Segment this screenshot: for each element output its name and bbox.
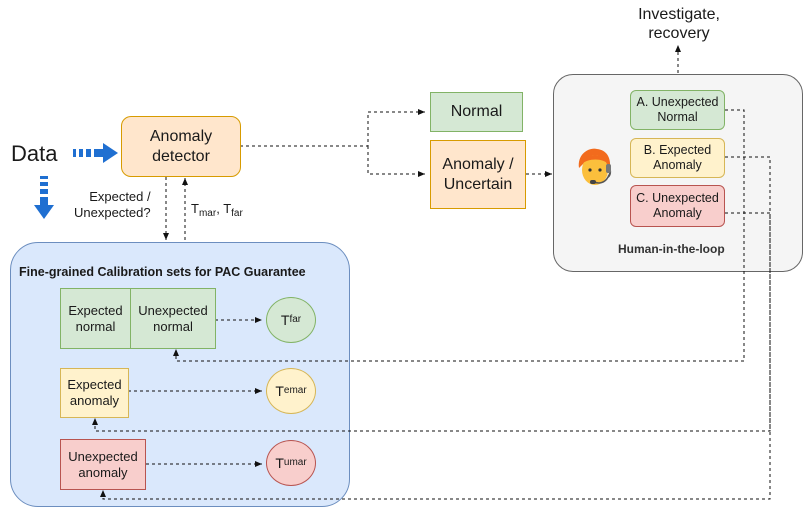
threshold-labels: Tmar, Tfar: [191, 201, 243, 219]
unexpected-normal-set: Unexpected normal: [130, 288, 216, 349]
expected-unexpected-question: Expected / Unexpected?: [74, 189, 151, 220]
human-operator-icon: [578, 148, 612, 185]
expected-normal-set: Expected normal: [60, 288, 131, 349]
data-label: Data: [11, 141, 58, 166]
human-loop-title: Human-in-the-loop: [618, 242, 725, 256]
expected-anomaly-set: Expected anomaly: [60, 368, 129, 418]
option-c-unexpected-anomaly[interactable]: C. Unexpected Anomaly: [630, 185, 725, 227]
option-a-unexpected-normal[interactable]: A. Unexpected Normal: [630, 90, 725, 130]
investigate-recovery-label: Investigate, recovery: [638, 6, 720, 43]
normal-output: Normal: [430, 92, 523, 132]
unexpected-anomaly-set: Unexpected anomaly: [60, 439, 146, 490]
anomaly-uncertain-output: Anomaly / Uncertain: [430, 140, 526, 209]
anomaly-detector: Anomaly detector: [121, 116, 241, 177]
option-b-expected-anomaly[interactable]: B. Expected Anomaly: [630, 138, 725, 178]
calibration-title: Fine-grained Calibration sets for PAC Gu…: [19, 265, 306, 279]
data-arrow-down-icon: [34, 176, 54, 219]
data-arrow-right-icon: [73, 143, 118, 163]
